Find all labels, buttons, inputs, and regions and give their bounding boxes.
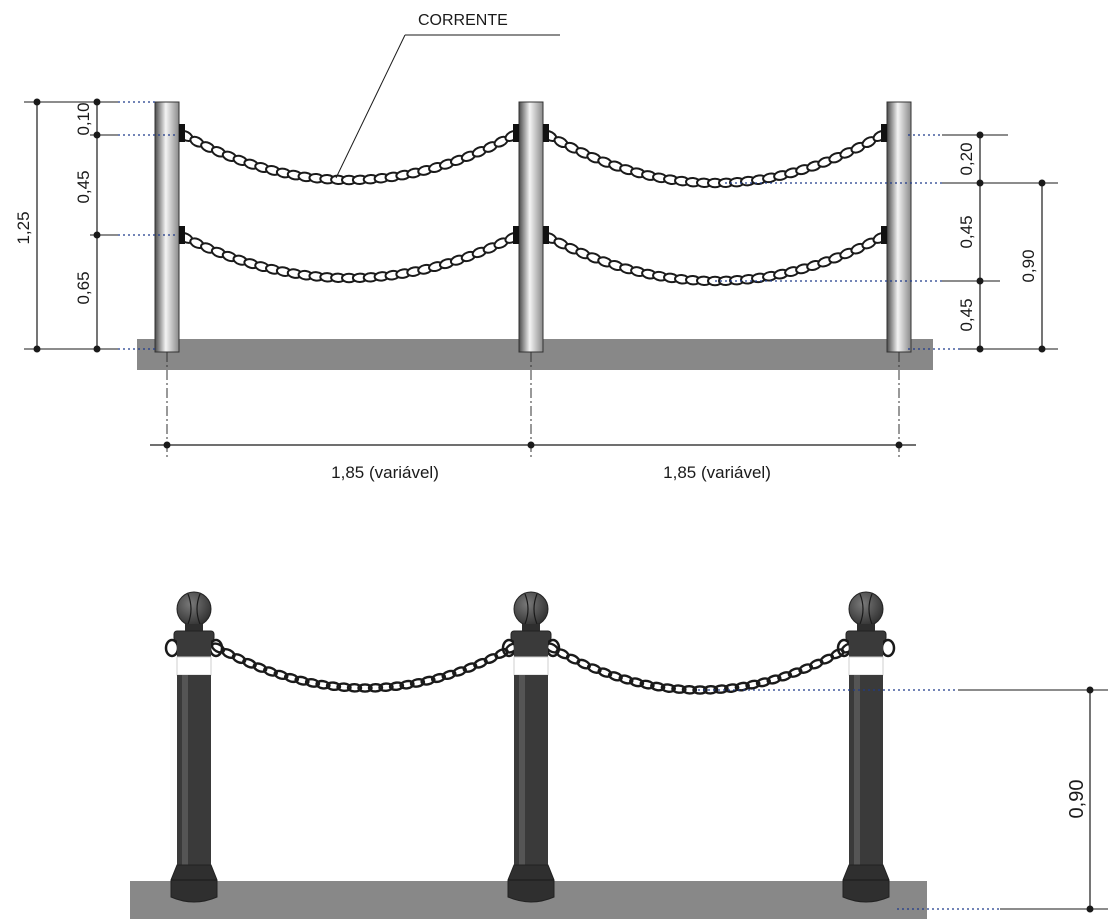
dim-top-offset: 0,10 <box>74 102 93 135</box>
chain-link <box>671 684 687 694</box>
chain-link <box>399 679 415 690</box>
chain-link <box>283 672 300 684</box>
chain-link <box>294 675 310 686</box>
bottom-dimension: 0,90 <box>698 686 1108 913</box>
bollard-base <box>170 864 218 903</box>
chain-link <box>607 671 623 682</box>
span-label-2: 1,85 (variável) <box>663 463 771 482</box>
chain-link <box>681 684 698 695</box>
reflective-band <box>513 656 549 676</box>
chain-link <box>367 682 384 693</box>
chain-link <box>336 682 352 693</box>
bollard-knob <box>848 591 884 627</box>
dim-lower-total: 0,90 <box>1019 249 1038 282</box>
bollards <box>164 591 896 903</box>
chain-link <box>315 679 331 690</box>
top-view: CORRENTE 1,25 0,10 0,45 0,65 <box>14 12 1058 482</box>
chain-link <box>420 675 436 686</box>
bottom-chain-left <box>210 642 520 693</box>
chain-link <box>430 672 447 684</box>
chain-link <box>263 666 278 677</box>
chain-upper-right <box>542 129 888 189</box>
chain-link <box>692 685 708 695</box>
dim-bottom-left: 0,65 <box>74 271 93 304</box>
post-right <box>886 101 912 353</box>
chain-link <box>565 653 581 665</box>
chain-link <box>555 648 570 660</box>
chain-link <box>819 653 835 665</box>
reflective-band <box>176 656 212 676</box>
right-dimensions: 0,20 0,45 0,45 0,90 <box>715 131 1058 353</box>
top-posts <box>154 101 912 353</box>
post-middle <box>518 101 544 353</box>
chain-link <box>766 674 782 685</box>
chain-upper-left <box>178 130 520 186</box>
chain-link <box>639 679 655 690</box>
bollard-base <box>842 864 890 903</box>
chain-link <box>798 663 814 674</box>
chain-link <box>304 677 321 688</box>
bottom-chain-right <box>544 642 856 695</box>
dim-chain-spacing-left: 0,45 <box>74 170 93 203</box>
chain-link <box>409 677 426 688</box>
chain-link <box>808 658 824 670</box>
chain-link <box>325 681 342 692</box>
dim-chain-spacing-right: 0,45 <box>957 215 976 248</box>
chain-lower-right <box>542 232 888 287</box>
dim-sag: 0,20 <box>957 142 976 175</box>
chain-link <box>629 677 645 688</box>
chain-link <box>441 669 457 681</box>
chain-link <box>586 663 602 674</box>
chain-link <box>388 681 405 692</box>
bollard-3 <box>836 591 896 903</box>
chain-link <box>473 657 488 669</box>
chain-link <box>483 653 499 665</box>
chain-link <box>745 679 761 690</box>
chain-link <box>597 667 613 678</box>
chain-link <box>660 683 676 693</box>
dim-total-height: 1,25 <box>14 211 33 244</box>
bollard-1 <box>164 591 224 903</box>
span-label-1: 1,85 (variável) <box>331 463 439 482</box>
chain-link <box>452 666 467 677</box>
post-left <box>154 101 180 353</box>
chain-link <box>462 662 478 673</box>
bollard-knob <box>513 591 549 627</box>
bollard-knob <box>176 591 212 627</box>
chain-link <box>378 682 394 693</box>
chain-link <box>777 671 793 682</box>
bottom-view: 0,90 <box>130 591 1108 919</box>
span-dimensions: 1,85 (variável) 1,85 (variável) <box>150 352 916 482</box>
chain-link <box>618 674 634 685</box>
chain-link <box>576 658 592 670</box>
chain-link <box>755 677 771 688</box>
chain-link <box>252 662 268 673</box>
chain-link <box>724 683 740 693</box>
callout-corrente: CORRENTE <box>335 12 560 179</box>
chain-link <box>346 682 363 693</box>
dim-bottom-height: 0,90 <box>1066 780 1088 819</box>
chain-link <box>650 681 666 692</box>
chain-link <box>734 681 750 692</box>
chain-link <box>787 667 803 678</box>
chain-link <box>231 653 247 665</box>
reflective-band <box>848 656 884 676</box>
left-dimensions: 1,25 0,10 0,45 0,65 <box>14 98 178 353</box>
dim-bottom-right: 0,45 <box>957 298 976 331</box>
bollard-base <box>507 864 555 903</box>
chain-lower-left <box>178 232 520 284</box>
callout-label: CORRENTE <box>418 12 508 29</box>
chain-link <box>273 669 289 681</box>
chain-link <box>242 657 257 669</box>
chain-link <box>357 683 373 693</box>
chain-brackets <box>179 124 887 244</box>
bollard-2 <box>501 591 561 903</box>
